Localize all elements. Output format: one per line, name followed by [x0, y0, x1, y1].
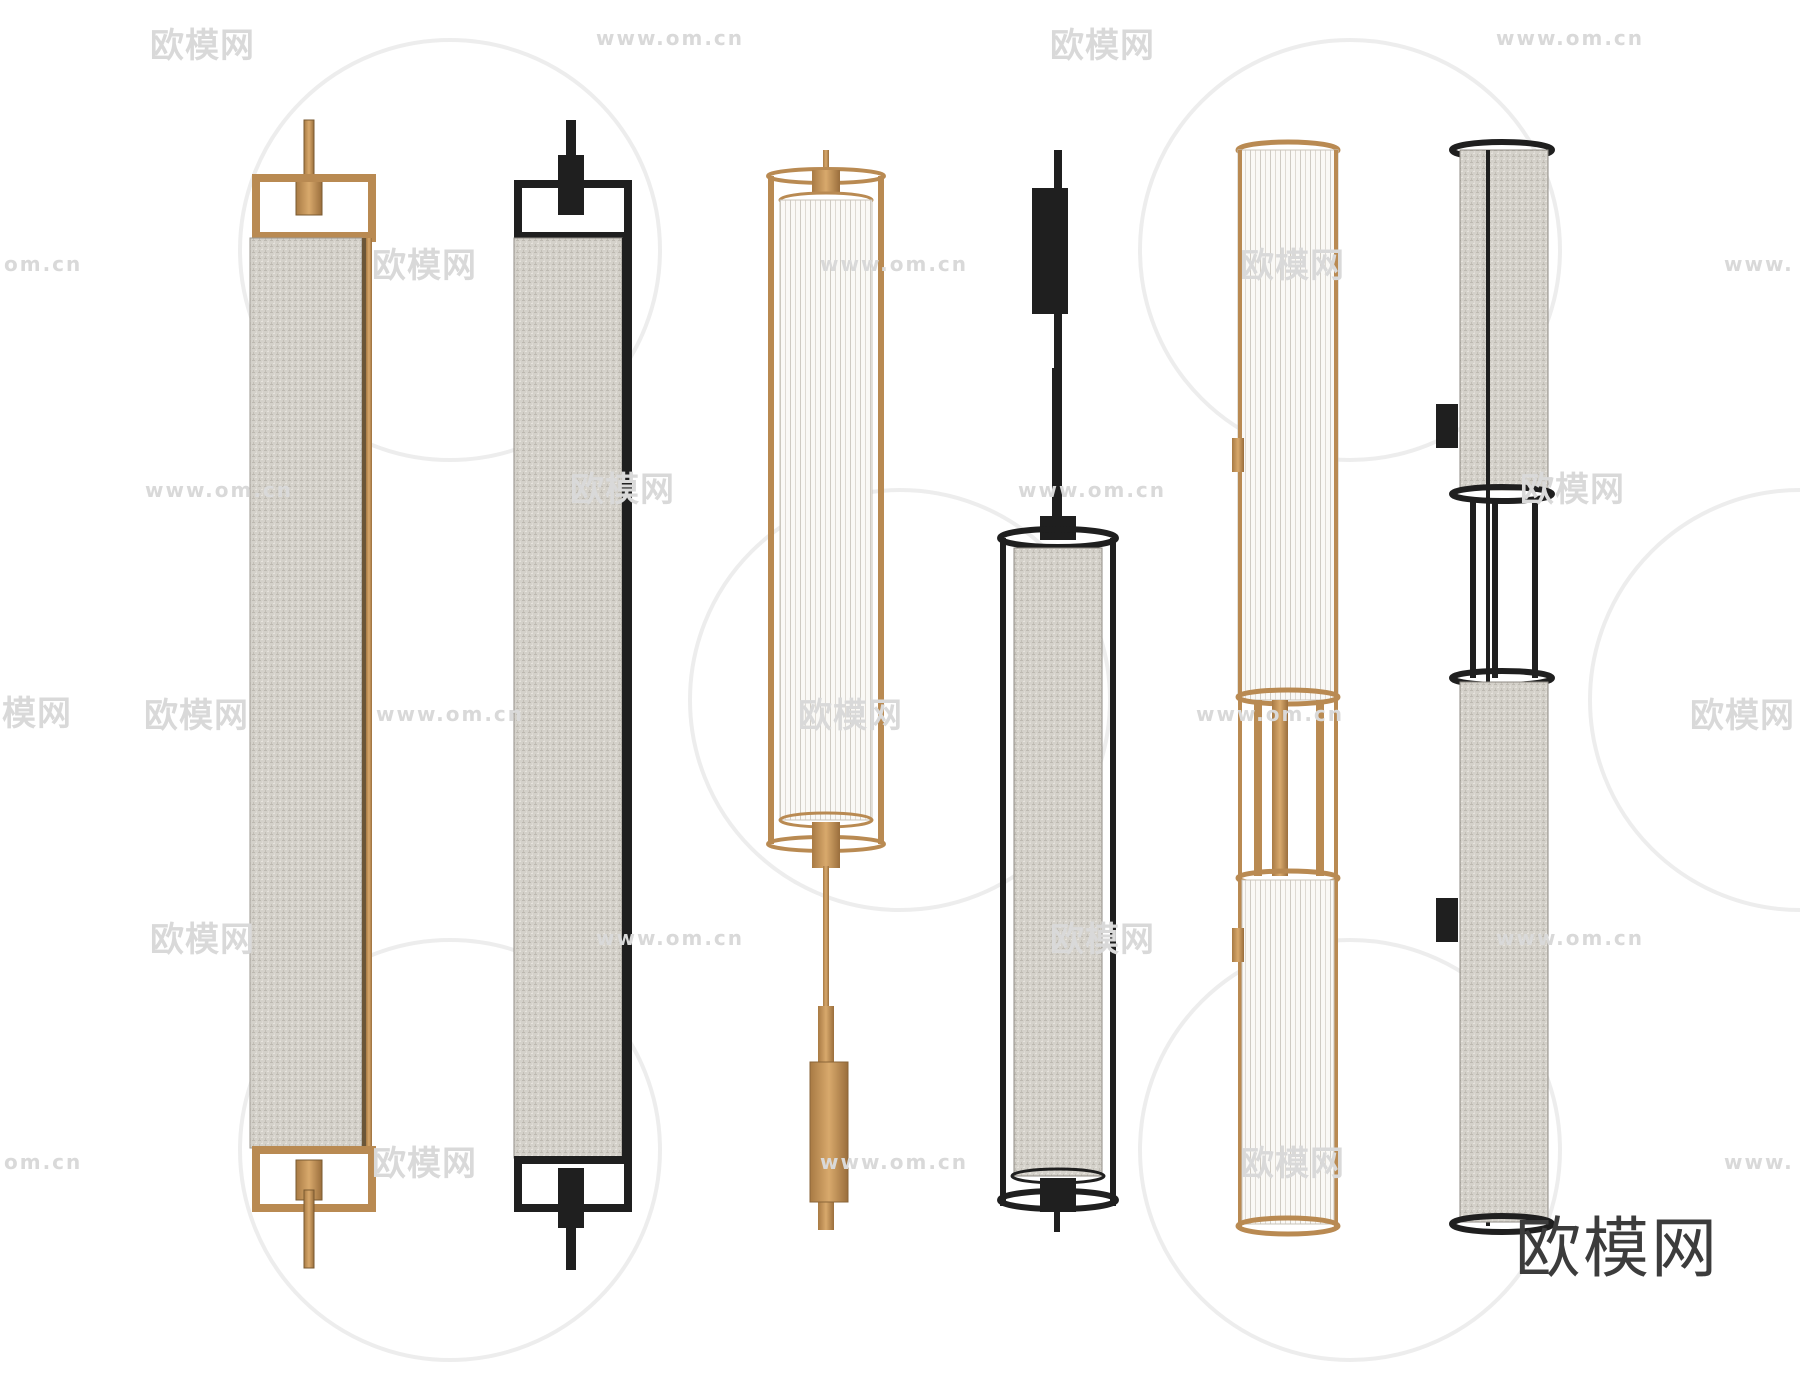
- watermark-logo-text: 欧模网: [1050, 920, 1155, 960]
- watermark-logo-text: 欧模网: [1050, 26, 1155, 66]
- watermark-logo-fragment: 模网: [2, 694, 72, 734]
- watermark-logo-text: 欧模网: [1240, 246, 1345, 286]
- watermark-logo-text: 欧模网: [372, 1144, 477, 1184]
- lamp-brass-cage-glass-rods: [766, 150, 886, 1230]
- lamp-black-double-linen: [1436, 139, 1555, 1235]
- watermark-logo-text: 欧模网: [798, 696, 903, 736]
- lamp-black-pendant-linen: [997, 150, 1119, 1232]
- watermark-logo-text: 欧模网: [1520, 470, 1625, 510]
- watermark-logo-text: 欧模网: [144, 696, 249, 736]
- lamp-brass-double-glass-rods: [1232, 139, 1341, 1237]
- watermark-url-text: www.om.cn: [596, 926, 745, 950]
- watermark-arc: [238, 38, 662, 462]
- watermark-url-text: www.om.cn: [1018, 478, 1167, 502]
- watermark-url-text: www.om.cn: [820, 1150, 969, 1174]
- brand-logo: 欧模网: [1515, 1210, 1719, 1287]
- watermark-logo-text: 欧模网: [570, 470, 675, 510]
- watermark-logo-text: 欧模网: [150, 26, 255, 66]
- watermark-url-text: www.om.cn: [820, 252, 969, 276]
- watermark-url-fragment-right: www.: [1724, 1150, 1794, 1174]
- watermark-arc: [1588, 488, 1800, 912]
- watermark-url-fragment-right: www.: [1724, 252, 1794, 276]
- watermark-url-text: www.om.cn: [596, 26, 745, 50]
- watermark-logo-text: 欧模网: [1690, 696, 1795, 736]
- watermark-url-text: www.om.cn: [1496, 26, 1645, 50]
- lamp-brass-frame-linen: [249, 119, 376, 1269]
- watermark-arc: [238, 938, 662, 1362]
- watermark-arc: [1138, 938, 1562, 1362]
- watermark-url-text: www.om.cn: [376, 702, 525, 726]
- watermark-url-text: www.om.cn: [145, 478, 294, 502]
- lamp-black-frame-linen: [513, 120, 632, 1270]
- watermark-logo-text: 欧模网: [372, 246, 477, 286]
- watermark-logo-text: 欧模网: [1240, 1144, 1345, 1184]
- watermark-url-fragment-left: om.cn: [4, 1150, 83, 1174]
- watermark-url-text: www.om.cn: [1196, 702, 1345, 726]
- watermark-arc: [1138, 38, 1562, 462]
- watermark-url-fragment-left: om.cn: [4, 252, 83, 276]
- watermark-url-text: www.om.cn: [1496, 926, 1645, 950]
- watermark-logo-text: 欧模网: [150, 920, 255, 960]
